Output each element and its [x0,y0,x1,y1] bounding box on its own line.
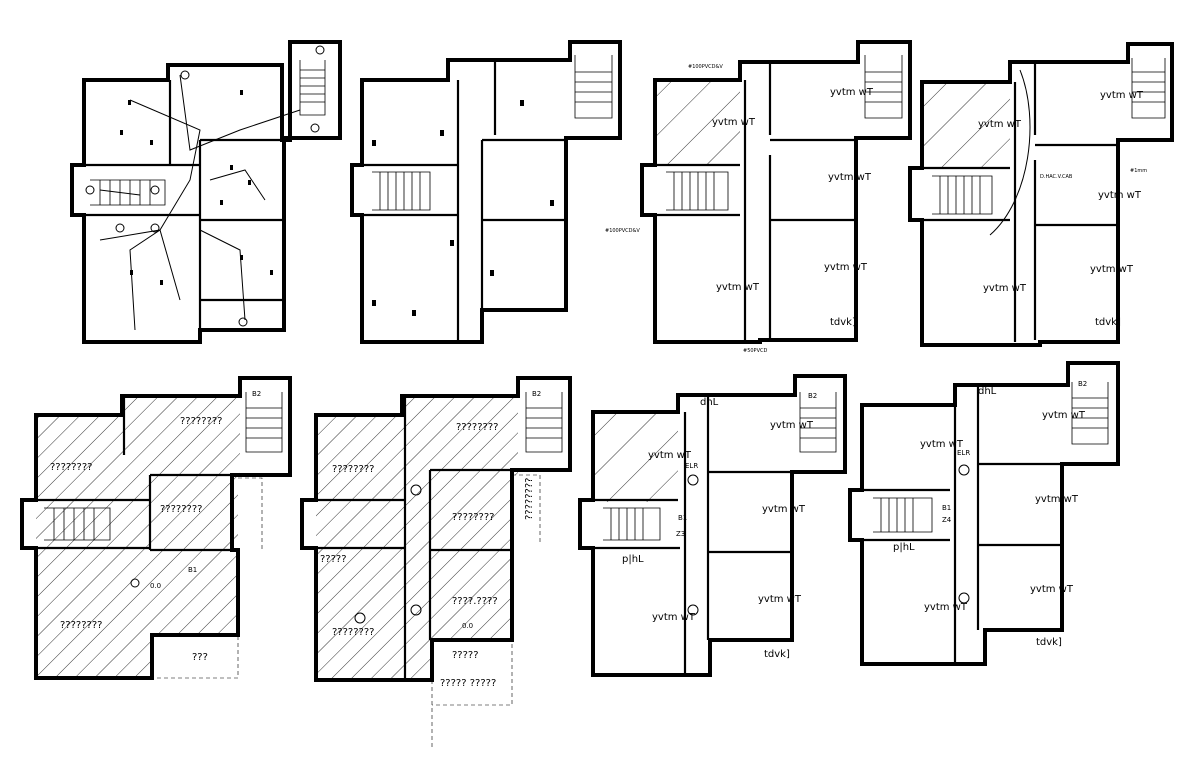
room-label: yvtm wT [983,283,1027,294]
toilet-label: tdvk] [1036,637,1062,648]
pipe-label: #50PVCD [743,348,767,354]
marker-label: B2 [532,390,541,398]
bath-label: dhL [700,397,719,408]
pipe-label: #100PVCD&V [605,228,640,234]
room-label: yvtm wT [1100,90,1144,101]
room-label: ???????? [160,504,202,515]
room-label: yvtm wT [652,612,696,623]
marker-label: B2 [252,390,261,398]
plan-6: ???????? ???????? ???????? ????? ????.??… [300,376,572,750]
level-label: 0.0 [150,582,161,590]
room-label: ????.???? [452,596,498,607]
marker-label: ELR [957,449,970,457]
room-label: ???????? [180,416,222,427]
room-label: yvtm wT [1090,264,1134,275]
bath-label: dhL [978,386,997,397]
note-label: D.HAC.V.CAB [1040,174,1073,180]
toilet-label: tdvk] [830,317,856,328]
room-label: ???????? [50,462,92,473]
room-label: ????? [320,554,347,565]
room-label: yvtm wT [828,172,872,183]
room-label: yvtm wT [716,282,760,293]
plan-1 [70,40,342,344]
room-label: yvtm wT [824,262,868,273]
marker-label: B2 [808,392,817,400]
room-label: yvtm wT [1042,410,1086,421]
pipe-label: #100PVCD&V [688,64,723,70]
level-label: 0.0 [462,622,473,630]
plan-3: #100PVCD&V #100PVCD&V #50PVCD yvtm wT yv… [605,40,912,354]
room-label: yvtm wT [830,87,874,98]
marker-label: B1 [942,504,951,512]
room-label: yvtm wT [1098,190,1142,201]
room-label: yvtm wT [920,439,964,450]
plan-8: yvtm wT yvtm wT yvtm wT yvtm wT yvtm wT … [848,361,1120,666]
toilet-label: tdvk] [1095,317,1121,328]
room-label: yvtm wT [712,117,756,128]
room-label: yvtm wT [924,602,968,613]
room-label: ????? ????? [440,678,496,689]
room-label: yvtm wT [1030,584,1074,595]
pooja-label: p|hL [622,554,644,565]
marker-label: B2 [1078,380,1087,388]
room-label: yvtm wT [770,420,814,431]
pooja-label: p|hL [893,542,915,553]
marker-label: B1 [678,514,687,522]
marker-label: Z3 [676,530,685,538]
toilet-label: tdvk] [764,649,790,660]
marker-label: ELR [685,462,698,470]
room-label: ???????? [60,620,102,631]
room-label: ???????? [332,464,374,475]
room-label: ???????? [452,512,494,523]
room-label: yvtm wT [648,450,692,461]
plan-4: D.HAC.V.CAB #1mm yvtm wT yvtm wT yvtm wT… [908,42,1174,347]
room-label: yvtm wT [762,504,806,515]
note-label: #1mm [1130,168,1147,174]
marker-label: B1 [188,566,197,574]
plan-2 [350,40,622,344]
room-label: yvtm wT [758,594,802,605]
room-label: ???????? [332,627,374,638]
room-label: ????? [452,650,479,661]
plan-7: yvtm wT yvtm wT yvtm wT yvtm wT yvtm wT … [578,374,847,677]
marker-label: Z4 [942,516,952,524]
room-label: ??? [192,652,208,663]
room-label: yvtm wT [978,119,1022,130]
plan-5: ???????? ???????? ???????? ???????? ??? … [20,376,292,680]
room-label: ???????? [456,422,498,433]
room-label: ???????? [524,478,535,520]
room-label: yvtm wT [1035,494,1079,505]
